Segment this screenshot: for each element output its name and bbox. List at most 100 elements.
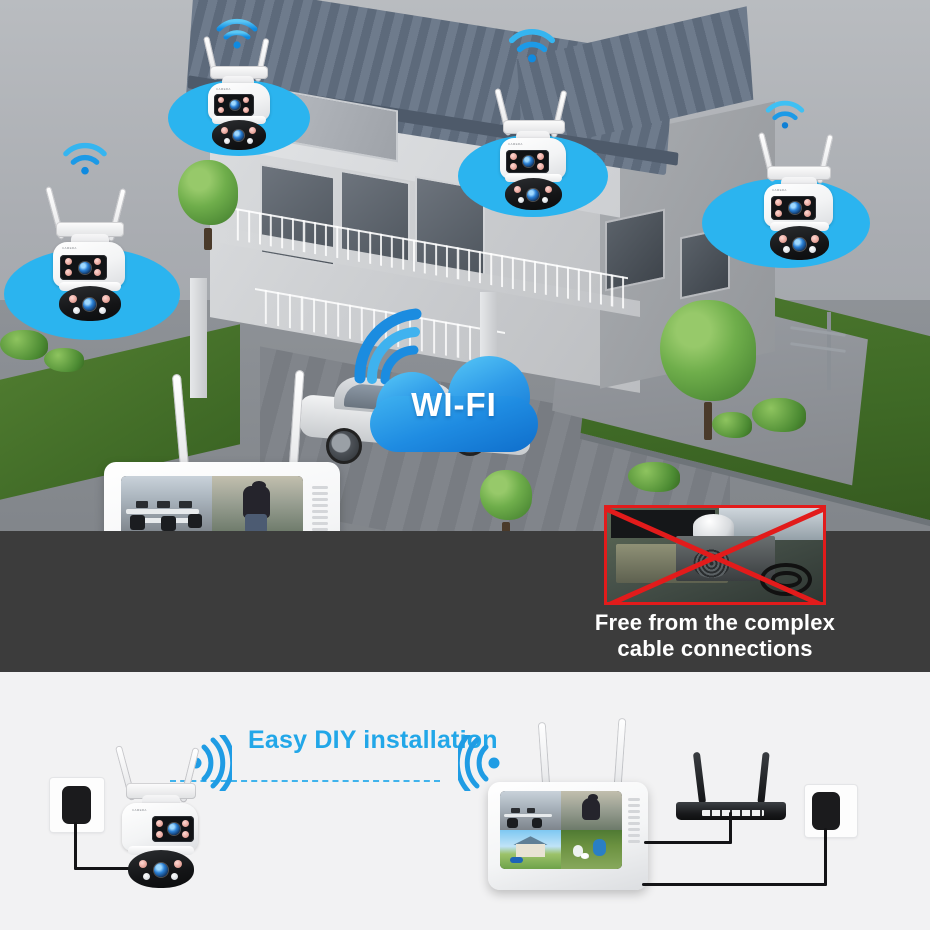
ir-led bbox=[156, 831, 163, 838]
ir-led bbox=[65, 258, 72, 265]
camera-lens-panel-upper bbox=[214, 94, 254, 116]
power-adapter-right bbox=[812, 792, 840, 830]
ir-led bbox=[156, 820, 163, 827]
quad-top-right bbox=[561, 791, 622, 830]
camera-head-upper: CAMERA bbox=[53, 242, 125, 287]
adult-figure bbox=[592, 838, 606, 856]
camera-lens-lower bbox=[793, 238, 806, 251]
camera-lens-panel-upper bbox=[506, 150, 549, 173]
ir-led bbox=[804, 210, 811, 217]
camera-dome-lower bbox=[212, 120, 266, 150]
white-led bbox=[518, 197, 524, 203]
camera-dome-lower bbox=[505, 178, 562, 210]
camera-mount-bracket bbox=[210, 66, 268, 79]
tree-large bbox=[660, 300, 756, 440]
ir-led bbox=[65, 269, 72, 276]
camera-brand-label: CAMERA bbox=[772, 188, 787, 192]
bush-4 bbox=[0, 330, 48, 360]
camera-brand-label: CAMERA bbox=[62, 246, 77, 250]
camera-lens-panel-upper bbox=[152, 816, 194, 842]
office-chair bbox=[130, 514, 145, 530]
ir-led bbox=[221, 127, 228, 134]
camera-head-upper: CAMERA bbox=[122, 803, 198, 851]
security-camera-2: CAMERA bbox=[488, 87, 580, 210]
tree-trunk bbox=[204, 228, 212, 250]
camera-lens-upper bbox=[168, 823, 180, 835]
bush-1 bbox=[752, 398, 806, 432]
ir-led bbox=[182, 831, 189, 838]
bush-3 bbox=[628, 462, 680, 492]
ir-led bbox=[537, 163, 544, 170]
ir-led bbox=[69, 295, 77, 303]
intruder-figure bbox=[242, 486, 271, 519]
router-antenna-right bbox=[757, 751, 770, 805]
bush-5 bbox=[44, 348, 84, 372]
wifi-cloud-badge: WI-FI bbox=[352, 308, 538, 458]
wifi-signal-icon-2 bbox=[508, 28, 556, 64]
nvr-screen bbox=[500, 791, 622, 869]
red-cross-out-overlay bbox=[607, 508, 823, 602]
camera-lens-lower bbox=[233, 130, 244, 141]
ir-led bbox=[811, 235, 819, 243]
power-cable-left-horizontal bbox=[74, 867, 169, 870]
house-wall bbox=[515, 844, 546, 857]
house-roof bbox=[513, 836, 548, 845]
quad-bottom-left bbox=[500, 830, 561, 869]
security-camera-4: CAMERA bbox=[752, 132, 848, 260]
office-monitor bbox=[526, 808, 536, 814]
ir-led bbox=[804, 199, 811, 206]
white-led bbox=[99, 307, 106, 314]
quad-top-right bbox=[212, 476, 303, 532]
cloud-icon: WI-FI bbox=[370, 356, 538, 452]
wifi-router bbox=[676, 751, 786, 820]
band-caption-line1: Free from the complex bbox=[594, 610, 836, 635]
nvr-power-cable-vertical bbox=[824, 828, 827, 886]
bush-2 bbox=[712, 412, 752, 438]
white-led bbox=[542, 197, 548, 203]
camera-brand-label: CAMERA bbox=[216, 87, 231, 91]
ir-led bbox=[218, 107, 224, 113]
tree-foliage bbox=[178, 160, 238, 225]
tree-foliage bbox=[480, 470, 532, 521]
wifi-arcs-left-icon bbox=[458, 735, 502, 791]
house-scene: CAMERA bbox=[0, 0, 930, 532]
camera-lens-upper bbox=[79, 262, 91, 274]
ir-led bbox=[94, 258, 101, 265]
nvr-vent-grille bbox=[312, 486, 328, 532]
carport-column-1 bbox=[190, 278, 207, 398]
ir-led bbox=[243, 107, 249, 113]
office-chair bbox=[507, 817, 518, 828]
ir-led bbox=[545, 186, 552, 193]
router-to-nvr-cable-vertical bbox=[729, 812, 732, 844]
ir-led bbox=[102, 295, 110, 303]
ir-led bbox=[174, 860, 182, 868]
office-chair bbox=[531, 818, 543, 829]
office-chair bbox=[188, 513, 202, 529]
white-led bbox=[247, 138, 253, 144]
nvr-monitor-diy bbox=[488, 717, 648, 890]
quad-top-left bbox=[121, 476, 212, 532]
nvr-screen bbox=[121, 476, 303, 532]
tree-trunk bbox=[704, 402, 712, 440]
wifi-arcs-icon bbox=[352, 308, 442, 391]
ir-led bbox=[775, 210, 782, 217]
wifi-signal-icon-1 bbox=[216, 18, 258, 50]
camera-head-upper: CAMERA bbox=[500, 138, 566, 179]
ir-led bbox=[514, 186, 521, 193]
diy-dashed-connector bbox=[170, 780, 440, 782]
wifi-badge-label: WI-FI bbox=[411, 386, 497, 423]
ir-led bbox=[139, 860, 147, 868]
child-figure bbox=[573, 844, 583, 858]
office-monitor bbox=[157, 501, 171, 509]
camera-dome-lower bbox=[128, 850, 194, 888]
ir-led bbox=[249, 127, 256, 134]
camera-dome-lower bbox=[770, 226, 829, 260]
camera-brand-label: CAMERA bbox=[508, 142, 523, 146]
nvr-vent-grille bbox=[628, 798, 640, 843]
camera-mount-bracket bbox=[56, 222, 124, 237]
camera-mount-bracket bbox=[767, 166, 831, 180]
camera-lens-upper bbox=[230, 100, 240, 110]
tree-trunk bbox=[502, 522, 510, 532]
ir-led bbox=[510, 163, 517, 170]
camera-lens-upper bbox=[523, 156, 534, 167]
